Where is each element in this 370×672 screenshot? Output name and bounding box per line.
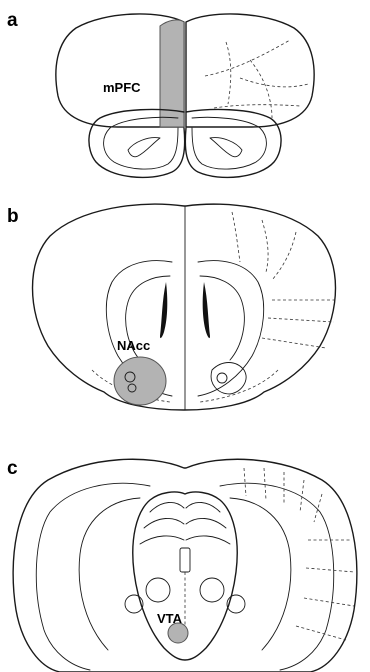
panel-b-right-ventricle (203, 282, 210, 338)
panel-c-cortical-boundary (296, 626, 346, 640)
panel-a-cortical-boundary (250, 60, 272, 118)
panel-b-anterior-commissure (217, 373, 227, 383)
panel-c-cortical-boundary (304, 598, 354, 606)
panel-c-right-nucleus (200, 578, 224, 602)
panel-b-right-olfactory-tubercle (211, 363, 246, 395)
panel-a-cortical-boundary (226, 42, 231, 104)
mpfc-label: mPFC (103, 80, 141, 95)
panel-c-colliculus (140, 536, 184, 544)
panel-c-colliculus (186, 518, 226, 528)
panel-b-brain-outline (33, 204, 336, 410)
panel-c-cortical-boundary (306, 568, 354, 572)
vta-label: VTA (157, 611, 183, 626)
panel-b-cortical-boundary (272, 232, 296, 280)
panel-c-colliculus (144, 518, 184, 528)
panel-c-cortical-boundary (314, 494, 322, 522)
panel-c-left-hippocampus (79, 498, 140, 650)
panel-a-right-ventricle (210, 138, 242, 157)
panel-c-aqueduct (180, 548, 190, 572)
panel-a: a mPFC (7, 10, 314, 177)
panel-letter-a: a (7, 10, 18, 31)
panel-letter-b: b (7, 206, 19, 227)
panel-a-cortical-boundary (240, 78, 308, 87)
panel-a-right-orbital-inner (192, 117, 266, 169)
panel-a-cortical-boundary (205, 40, 290, 76)
nacc-region (114, 357, 166, 405)
panel-c-cortical-boundary (244, 468, 246, 496)
panel-b-cortical-boundary (262, 338, 326, 348)
vta-region (168, 623, 188, 643)
panel-b-ventral-boundary (200, 370, 278, 402)
panel-c-left-nucleus (146, 578, 170, 602)
panel-a-left-ventricle (128, 138, 160, 157)
panel-b: b NAcc (7, 204, 336, 410)
panel-b-cortical-boundary (262, 220, 268, 272)
panel-c-right-hippocampus (230, 498, 291, 650)
panel-c-colliculus (186, 536, 230, 544)
panel-b-left-ventricle (160, 282, 167, 338)
panel-c-colliculus (186, 502, 220, 512)
panel-a-cortical-boundary (214, 105, 300, 108)
panel-c: c VTA (7, 458, 357, 672)
panel-c-left-cortex-inner (36, 483, 150, 670)
panel-c-colliculus (150, 502, 184, 512)
panel-b-cortical-boundary (268, 318, 334, 322)
nacc-label: NAcc (117, 338, 150, 353)
panel-b-cortical-boundary (232, 212, 240, 262)
panel-letter-c: c (7, 458, 18, 479)
